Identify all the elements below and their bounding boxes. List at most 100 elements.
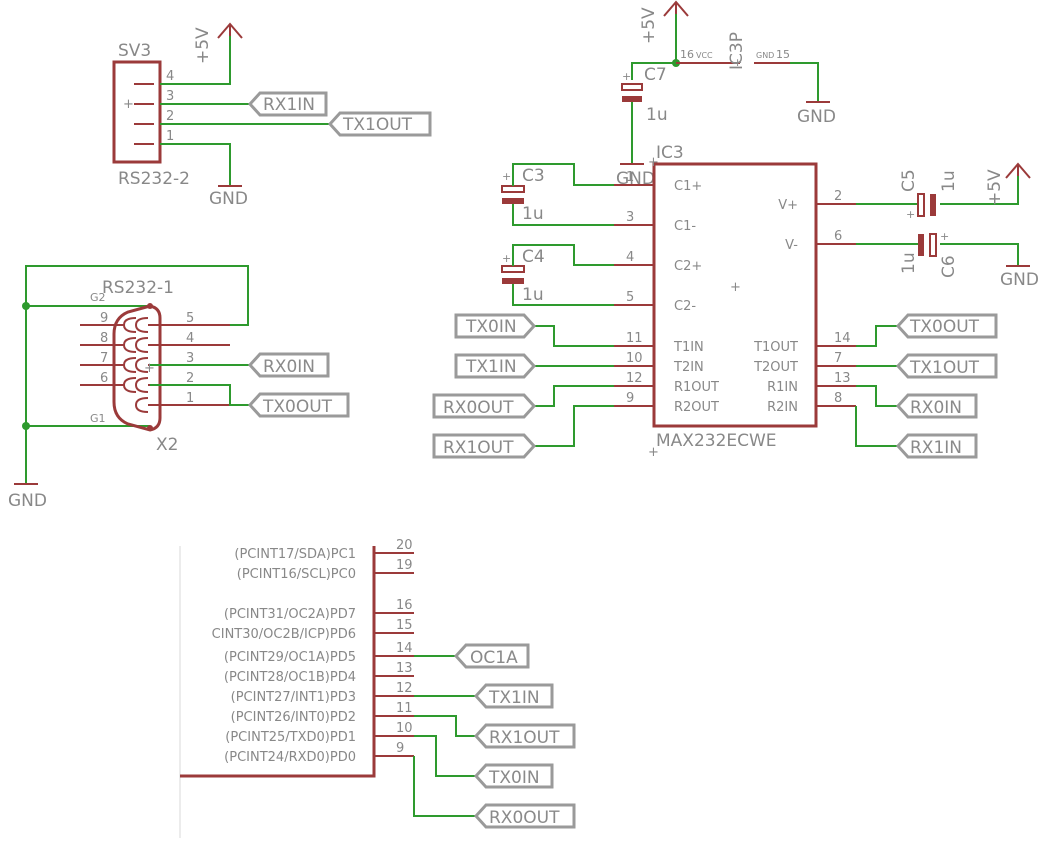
ic3p-name: IC3P <box>727 32 747 70</box>
svg-text:GND: GND <box>1000 270 1039 290</box>
svg-text:2: 2 <box>186 371 194 386</box>
net-label-rx0out-mcu[interactable]: RX0OUT <box>473 803 576 829</box>
svg-text:TX1OUT: TX1OUT <box>909 358 980 378</box>
sv3-name: SV3 <box>118 41 151 61</box>
net-label-tx1in-mcu[interactable]: TX1IN <box>473 683 554 709</box>
svg-text:TX1IN: TX1IN <box>488 688 540 708</box>
mcu-pin-list: 20(PCINT17/SDA)PC119(PCINT16/SCL)PC016(P… <box>212 538 414 765</box>
svg-text:+: + <box>622 70 631 83</box>
x2-g2: G2 <box>90 291 106 304</box>
ic3p-vcc-pin: 16 <box>680 48 694 61</box>
capacitor-c3[interactable]: + C3 1u <box>501 166 545 224</box>
c7-name: C7 <box>644 65 667 85</box>
ic3-left-pins: 1C1+3C1-4C2+5C2-11T1IN10T2IN12R1OUT9R2OU… <box>614 170 719 415</box>
c6-value: 1u <box>899 252 919 274</box>
c3-value: 1u <box>522 204 544 224</box>
ic3-pin-label: T1OUT <box>753 340 798 355</box>
net-label-rx1out-mcu[interactable]: RX1OUT <box>473 723 576 749</box>
capacitor-c5[interactable]: + C5 1u <box>899 169 959 221</box>
mcu-pin-num: 10 <box>396 721 413 736</box>
svg-text:+: + <box>940 230 949 243</box>
svg-text:RX0IN: RX0IN <box>910 398 962 418</box>
svg-text:GND: GND <box>209 189 248 209</box>
capacitor-c4[interactable]: + C4 1u <box>501 247 545 305</box>
ic3-pin-label: T2OUT <box>753 360 798 375</box>
net-label-tx1out-ic3[interactable]: TX1OUT <box>895 353 998 379</box>
ic3-pin-num: 10 <box>626 351 643 366</box>
svg-text:4: 4 <box>186 331 194 346</box>
net-label-rx1in-ic3[interactable]: RX1IN <box>895 433 978 459</box>
svg-text:TX0OUT: TX0OUT <box>262 397 333 417</box>
mcu-pin-label: CINT30/OC2B/ICP)PD6 <box>212 627 356 642</box>
mcu-pin-label: (PCINT31/OC2A)PD7 <box>224 607 356 622</box>
gnd-symbol-x2: GND <box>8 483 47 511</box>
ic3-pin-label: C2+ <box>674 259 702 274</box>
mcu-pin-label: (PCINT24/RXD0)PD0 <box>224 750 356 765</box>
sv3-pin-3: 3 <box>166 89 174 104</box>
ic3-pin-label: V+ <box>778 198 798 213</box>
ic3-pin-label: C2- <box>674 299 696 314</box>
net-label-tx1out-sv3[interactable]: TX1OUT <box>327 111 432 137</box>
mcu-pin-label: (PCINT25/TXD0)PD1 <box>225 730 356 745</box>
capacitor-c7[interactable]: + C7 1u <box>621 65 668 125</box>
net-label-tx0out-ic3[interactable]: TX0OUT <box>895 313 998 339</box>
net-label-tx0out-x2[interactable]: TX0OUT <box>247 392 350 418</box>
ic3p-vcc-label: VCC <box>696 51 713 60</box>
svg-text:5: 5 <box>186 311 194 326</box>
capacitor-c6[interactable]: + 1u C6 <box>899 230 959 278</box>
c3-name: C3 <box>522 166 545 186</box>
x2-name: X2 <box>156 435 178 455</box>
ic3-value: MAX232ECWE <box>656 431 777 451</box>
gnd-symbol-ic3: GND <box>1000 265 1039 290</box>
ic3-pin-num: 5 <box>626 290 634 305</box>
ic3-origin-cross: + <box>730 280 741 295</box>
sv3-origin-cross: + <box>123 97 134 112</box>
mcu-pin-num: 12 <box>396 681 413 696</box>
mcu-pin-num: 19 <box>396 558 413 573</box>
net-label-rx0in-x2[interactable]: RX0IN <box>247 352 330 378</box>
svg-text:+: + <box>648 155 659 170</box>
svg-text:+: + <box>502 252 511 265</box>
ic3-pin-num: 7 <box>834 351 842 366</box>
svg-text:TX1OUT: TX1OUT <box>342 115 413 135</box>
net-label-tx0in-ic3[interactable]: TX0IN <box>454 313 537 339</box>
svg-text:+: + <box>733 56 742 69</box>
ic3-pin-label: R1IN <box>767 380 798 395</box>
ic3-max232[interactable]: IC3 MAX232ECWE + + + <box>648 143 818 460</box>
ic3-pin-num: 2 <box>834 189 842 204</box>
svg-text:RX1IN: RX1IN <box>263 95 315 115</box>
net-label-oc1a[interactable]: OC1A <box>453 643 530 669</box>
svg-text:TX0IN: TX0IN <box>488 768 540 788</box>
ic3-pin-label: R2OUT <box>674 400 719 415</box>
vcc-symbol-ic3: +5V <box>985 162 1031 206</box>
net-label-tx0in-mcu[interactable]: TX0IN <box>473 763 554 789</box>
ic3p-gnd-label: GND <box>756 51 774 60</box>
net-label-rx0out-ic3[interactable]: RX0OUT <box>432 393 537 419</box>
svg-text:9: 9 <box>100 311 108 326</box>
net-label-tx1in-ic3[interactable]: TX1IN <box>454 353 537 379</box>
net-label-rx0in-ic3[interactable]: RX0IN <box>895 393 978 419</box>
x2-g1: G1 <box>90 412 106 425</box>
svg-text:TX1IN: TX1IN <box>465 357 517 377</box>
net-label-rx1in-sv3[interactable]: RX1IN <box>247 91 328 117</box>
net-label-rx1out-ic3[interactable]: RX1OUT <box>432 433 537 459</box>
vcc-symbol-sv3: +5V <box>193 22 243 64</box>
mcu-pin-num: 15 <box>396 618 413 633</box>
mcu-pin-label: (PCINT26/INT0)PD2 <box>231 710 356 725</box>
svg-text:6: 6 <box>100 371 108 386</box>
sv3-pin-1: 1 <box>166 129 174 144</box>
gnd-symbol-sv3: GND <box>209 185 248 209</box>
svg-text:RX1OUT: RX1OUT <box>443 438 514 458</box>
mcu-pin-label: (PCINT17/SDA)PC1 <box>234 547 356 562</box>
sv3-pin-2: 2 <box>166 109 174 124</box>
svg-text:RX0OUT: RX0OUT <box>489 808 560 828</box>
svg-text:TX0IN: TX0IN <box>465 317 517 337</box>
x2-connector[interactable]: RS232-1 X2 G2 G1 9 8 7 6 5 4 3 2 1 <box>80 278 230 455</box>
svg-text:3: 3 <box>186 351 194 366</box>
ic3-pin-num: 11 <box>626 331 643 346</box>
svg-text:+: + <box>648 445 659 460</box>
ic3-pin-num: 4 <box>626 250 634 265</box>
mcu-part[interactable] <box>179 546 376 838</box>
svg-text:GND: GND <box>797 107 836 127</box>
